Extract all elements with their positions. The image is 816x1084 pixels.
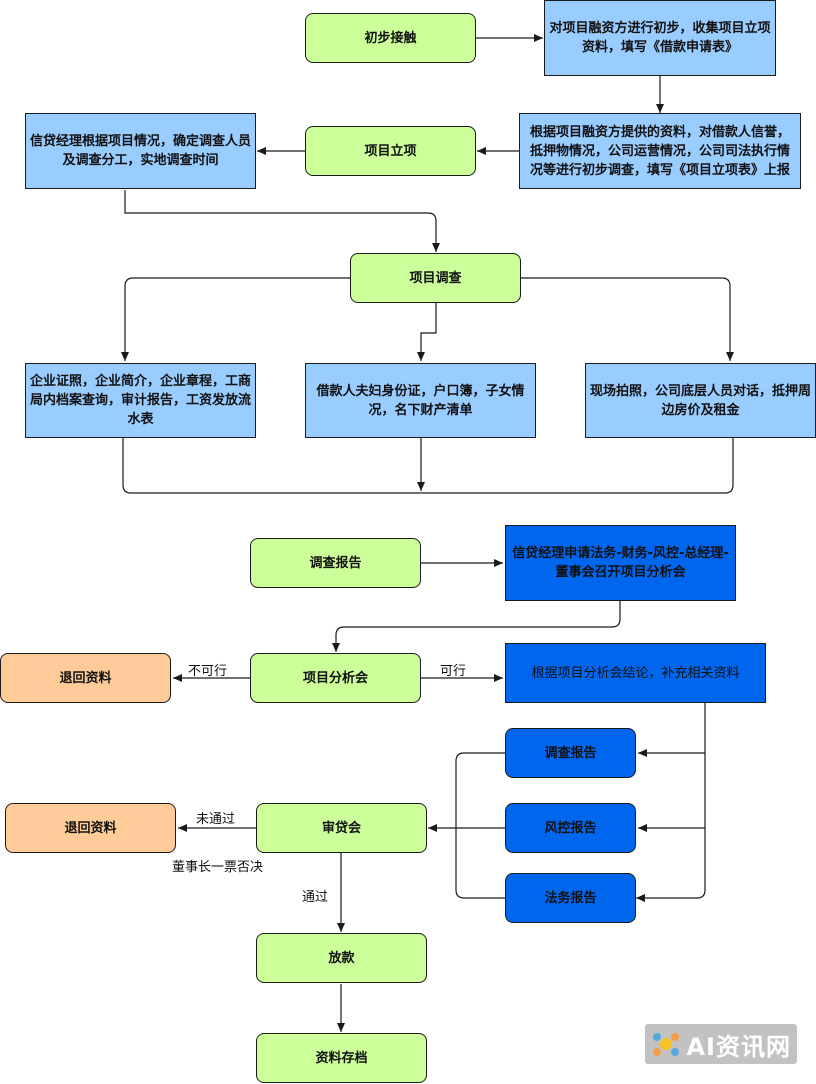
node-return-docs-1: 退回资料 — [0, 653, 171, 703]
label-not-passed: 未通过 — [196, 812, 236, 827]
node-assign-investigators: 信贷经理根据项目情况，确定调查人员及调查分工，实地调查时间 — [25, 113, 256, 189]
watermark: AI资讯网 — [645, 1024, 797, 1064]
node-archive: 资料存档 — [256, 1033, 427, 1083]
node-loan-release: 放款 — [256, 933, 427, 983]
node-report-investigation: 调查报告 — [505, 728, 636, 778]
label-feasible: 可行 — [440, 664, 467, 679]
node-report-legal: 法务报告 — [505, 873, 636, 923]
node-initial-contact: 初步接触 — [305, 13, 476, 63]
edge-site-merge — [421, 438, 734, 494]
edge-assign-to-investigation — [124, 190, 440, 252]
watermark-text: AI资讯网 — [686, 1032, 791, 1061]
edge-apply-to-analysis — [332, 601, 621, 652]
node-company-docs: 企业证照，企业简介，企业章程，工商局内档案查询，审计报告，工资发放流水表 — [25, 363, 256, 438]
watermark-logo-icon — [653, 1033, 679, 1056]
node-credit-committee: 审贷会 — [256, 803, 427, 853]
edge-investigation-to-site — [521, 277, 734, 361]
edge-investigation-to-borrower — [417, 303, 437, 361]
node-apply-meeting: 信贷经理申请法务-财务-风控-总经理-董事会召开项目分析会 — [505, 525, 736, 601]
node-project-investigation: 项目调查 — [350, 253, 521, 303]
node-analysis-meeting: 项目分析会 — [250, 653, 421, 703]
node-borrower-docs: 借款人夫妇身份证，户口簿，子女情况，名下财产清单 — [305, 363, 536, 438]
label-passed: 通过 — [302, 890, 329, 905]
edge-reports-to-committee — [455, 752, 505, 899]
edge-company-merge — [122, 438, 421, 494]
label-not-feasible: 不可行 — [188, 664, 228, 679]
node-investigation-report: 调查报告 — [250, 538, 421, 588]
node-initial-review: 对项目融资方进行初步，收集项目立项资料，填写《借款申请表》 — [544, 0, 776, 76]
node-prelim-investigation: 根据项目融资方提供的资料，对借款人信誉，抵押物情况，公司运营情况，公司司法执行情… — [519, 113, 801, 189]
node-report-risk: 风控报告 — [505, 803, 636, 853]
node-site-visit: 现场拍照，公司底层人员对话，抵押周边房价及租金 — [585, 363, 816, 438]
node-supplement-docs: 根据项目分析会结论，补充相关资料 — [505, 643, 766, 703]
edge-investigation-to-company — [121, 277, 350, 361]
edge-supplement-to-reports — [636, 703, 706, 902]
node-return-docs-2: 退回资料 — [5, 803, 176, 853]
node-project-approval: 项目立项 — [305, 126, 476, 176]
label-chairman-veto: 董事长一票否决 — [172, 860, 264, 875]
